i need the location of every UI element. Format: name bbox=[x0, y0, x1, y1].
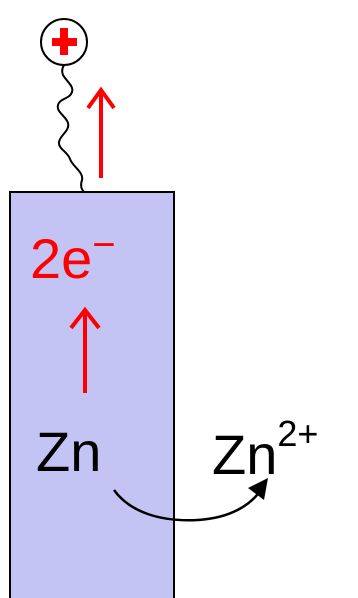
positive-terminal bbox=[40, 18, 88, 66]
electron-count-label: 2e bbox=[30, 227, 92, 290]
ion-charge: 2+ bbox=[277, 413, 318, 454]
dissolution-arrow bbox=[112, 478, 268, 522]
ion-symbol: Zn bbox=[212, 423, 277, 486]
zinc-electrode bbox=[9, 191, 175, 598]
plus-icon-vertical bbox=[60, 28, 68, 55]
electron-charge-label: − bbox=[92, 223, 115, 267]
electron-label: 2e− bbox=[30, 223, 116, 290]
electron-flow-arrow-upper bbox=[86, 86, 116, 178]
electron-flow-arrow-lower bbox=[69, 306, 101, 393]
zinc-metal-label: Zn bbox=[36, 420, 101, 483]
connecting-wire bbox=[56, 64, 85, 193]
zinc-ion-label: Zn2+ bbox=[212, 413, 318, 486]
arrowhead-icon bbox=[248, 478, 268, 500]
